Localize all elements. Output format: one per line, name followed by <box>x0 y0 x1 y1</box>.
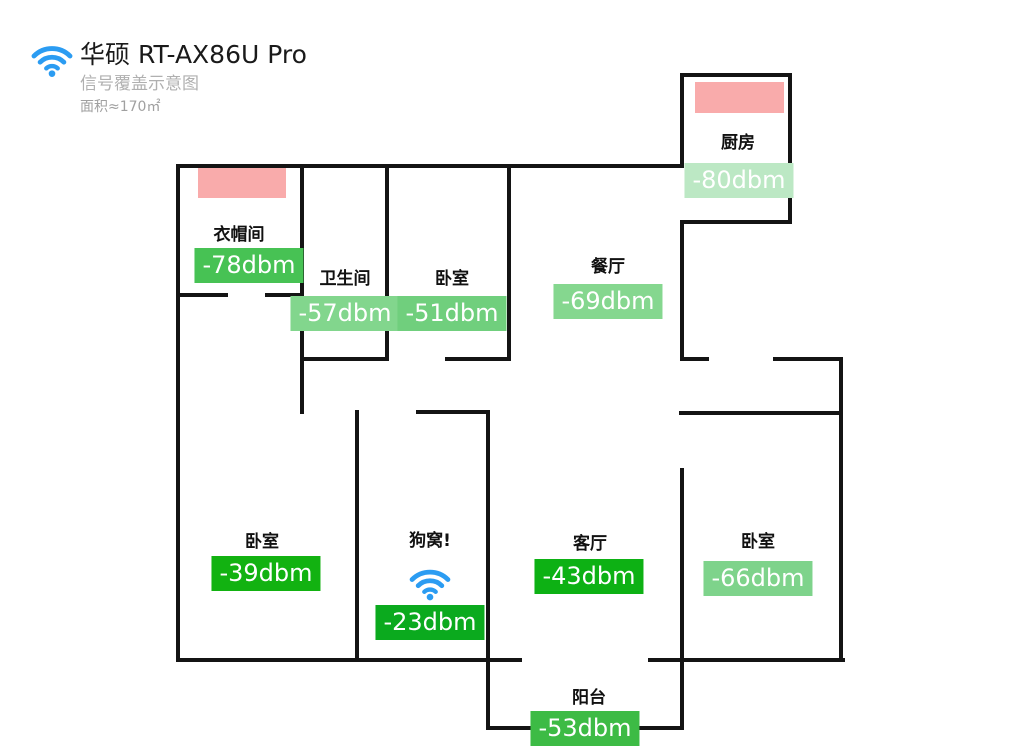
signal-badge-cloakroom: -78dbm <box>194 248 304 283</box>
wall-segment <box>176 293 228 297</box>
room-label-bathroom: 卫生间 <box>319 269 371 289</box>
coverage-subtitle: 信号覆盖示意图 <box>80 74 199 94</box>
wall-segment <box>679 411 843 415</box>
signal-badge-bedroom-west: -39dbm <box>211 556 321 591</box>
router-model-title: 华硕 RT-AX86U Pro <box>80 40 307 69</box>
signal-badge-bathroom: -57dbm <box>290 296 400 331</box>
wall-segment <box>773 357 843 361</box>
router-wifi-icon <box>407 566 453 601</box>
room-label-dog-den: 狗窝! <box>409 531 451 551</box>
room-label-bedroom-east: 卧室 <box>741 532 775 552</box>
header-text: 华硕 RT-AX86U Pro 信号覆盖示意图 面积≈170㎡ <box>80 40 307 116</box>
wall-segment <box>176 164 180 662</box>
signal-badge-balcony: -53dbm <box>530 711 640 746</box>
wall-segment <box>300 357 389 361</box>
wall-segment <box>680 73 684 168</box>
room-label-dining-room: 餐厅 <box>591 257 625 277</box>
wall-segment <box>445 357 511 361</box>
dead-zone-marker <box>198 168 286 198</box>
wall-segment <box>176 164 684 168</box>
signal-badge-dog-den: -23dbm <box>375 605 485 640</box>
wall-segment <box>355 410 359 662</box>
wall-segment <box>265 293 304 297</box>
signal-badge-living-room: -43dbm <box>534 559 644 594</box>
room-label-bedroom-west: 卧室 <box>245 532 279 552</box>
signal-badge-kitchen: -80dbm <box>684 163 794 198</box>
wall-segment <box>486 410 490 730</box>
wall-segment <box>416 410 490 414</box>
room-label-living-room: 客厅 <box>573 534 607 554</box>
signal-badge-dining-room: -69dbm <box>553 284 663 319</box>
wall-segment <box>680 468 684 730</box>
wall-segment <box>507 164 511 361</box>
wall-segment <box>300 164 304 414</box>
header: 华硕 RT-AX86U Pro 信号覆盖示意图 面积≈170㎡ <box>30 40 307 116</box>
dead-zone-marker <box>695 82 784 113</box>
wall-segment <box>176 658 522 662</box>
wall-segment <box>385 164 389 361</box>
wall-segment <box>680 73 792 77</box>
room-label-balcony: 阳台 <box>572 688 606 708</box>
signal-badge-bedroom-east: -66dbm <box>703 561 813 596</box>
wall-segment <box>680 357 709 361</box>
room-label-kitchen: 厨房 <box>721 133 755 153</box>
wall-segment <box>648 658 845 662</box>
wall-segment <box>788 73 792 224</box>
signal-badge-bedroom-north: -51dbm <box>397 296 507 331</box>
wall-segment <box>680 220 684 361</box>
wall-segment <box>839 357 843 662</box>
room-label-cloakroom: 衣帽间 <box>213 225 265 245</box>
area-text: 面积≈170㎡ <box>80 99 161 115</box>
wall-segment <box>680 220 792 224</box>
room-label-bedroom-north: 卧室 <box>435 269 469 289</box>
